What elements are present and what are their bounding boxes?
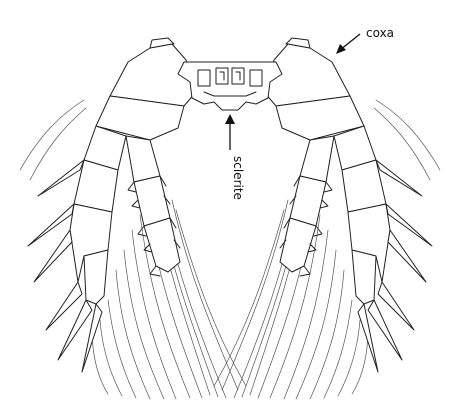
right-endopod-seg1: [299, 135, 335, 183]
sclerite-label: sclerite: [231, 156, 245, 200]
left-endopod-seg3: [143, 217, 181, 273]
left-exopod-seg4: [83, 249, 109, 305]
coxa-annotation: coxa: [336, 26, 394, 54]
sclerite-annotation: sclerite: [225, 114, 245, 200]
left-leg: [19, 37, 247, 400]
left-endopod-seg1: [125, 135, 161, 183]
sclerite-arrowhead-icon: [225, 114, 235, 124]
right-coxa: [263, 43, 351, 107]
coxa-label: coxa: [366, 26, 394, 40]
right-exopod-seg4: [351, 249, 377, 305]
right-leg: [213, 37, 441, 400]
left-basis: [95, 95, 185, 141]
coxa-arrow: [339, 33, 361, 51]
sclerite: [177, 61, 283, 111]
right-basis: [275, 95, 365, 141]
right-endopod-seg3: [279, 217, 317, 273]
left-coxa: [109, 43, 197, 107]
coxa-arrowhead-icon: [336, 44, 346, 54]
